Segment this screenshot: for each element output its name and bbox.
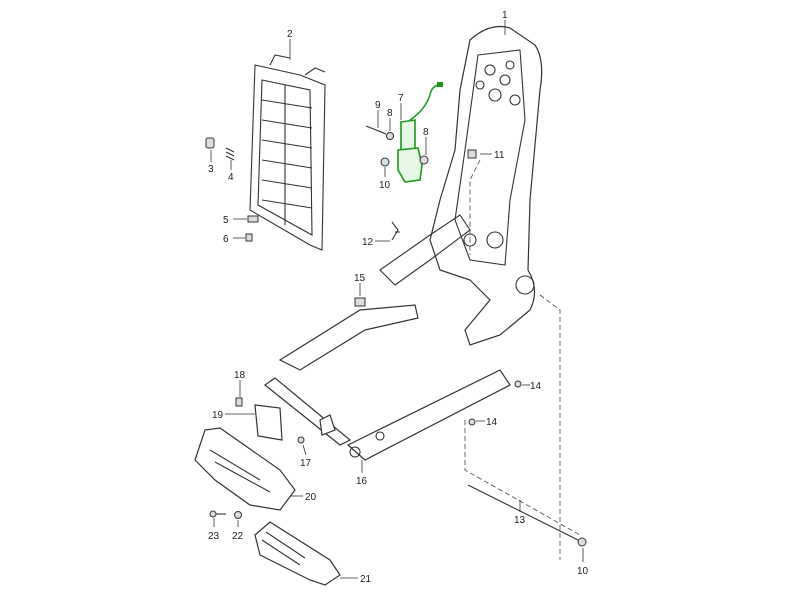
seat-back-motor-part-7[interactable] (397, 82, 443, 183)
callout-labels: 1 2 3 4 5 6 7 8 8 9 10 10 11 12 13 14 14… (208, 10, 589, 585)
callout-12[interactable]: 12 (362, 237, 374, 248)
callout-14b[interactable]: 14 (486, 417, 498, 428)
seat-base-frame[interactable] (263, 297, 522, 461)
small-fasteners[interactable] (205, 137, 259, 242)
hardware-21-23[interactable] (209, 510, 341, 586)
callout-13[interactable]: 13 (514, 515, 526, 526)
callout-20[interactable]: 20 (305, 492, 317, 503)
backrest-spring-mat[interactable] (249, 54, 326, 251)
callout-5[interactable]: 5 (223, 215, 229, 226)
lower-bracket[interactable] (235, 397, 305, 444)
callout-22[interactable]: 22 (232, 531, 244, 542)
guide-lines (464, 159, 581, 560)
callout-23[interactable]: 23 (208, 531, 220, 542)
callout-17[interactable]: 17 (300, 458, 312, 469)
callout-11[interactable]: 11 (494, 150, 505, 161)
callout-8b[interactable]: 8 (423, 127, 429, 138)
callout-16[interactable]: 16 (356, 476, 368, 487)
callout-4[interactable]: 4 (228, 172, 234, 183)
callout-leaders (210, 20, 584, 579)
seat-back-frame[interactable] (379, 25, 543, 346)
callout-18[interactable]: 18 (234, 370, 246, 381)
callout-21[interactable]: 21 (360, 574, 372, 585)
callout-1[interactable]: 1 (502, 10, 508, 21)
callout-19[interactable]: 19 (212, 410, 224, 421)
callout-8a[interactable]: 8 (387, 108, 393, 119)
callout-2[interactable]: 2 (287, 29, 293, 40)
side-cover[interactable] (194, 427, 296, 511)
callout-10a[interactable]: 10 (379, 180, 391, 191)
callout-6[interactable]: 6 (223, 234, 229, 245)
rod-part-13[interactable] (467, 484, 587, 547)
callout-14a[interactable]: 14 (530, 381, 542, 392)
callout-7[interactable]: 7 (398, 93, 404, 104)
callout-9[interactable]: 9 (375, 100, 381, 111)
callout-3[interactable]: 3 (208, 164, 214, 175)
callout-10b[interactable]: 10 (577, 566, 589, 577)
callout-15[interactable]: 15 (354, 273, 366, 284)
motor-fasteners[interactable] (365, 125, 477, 241)
